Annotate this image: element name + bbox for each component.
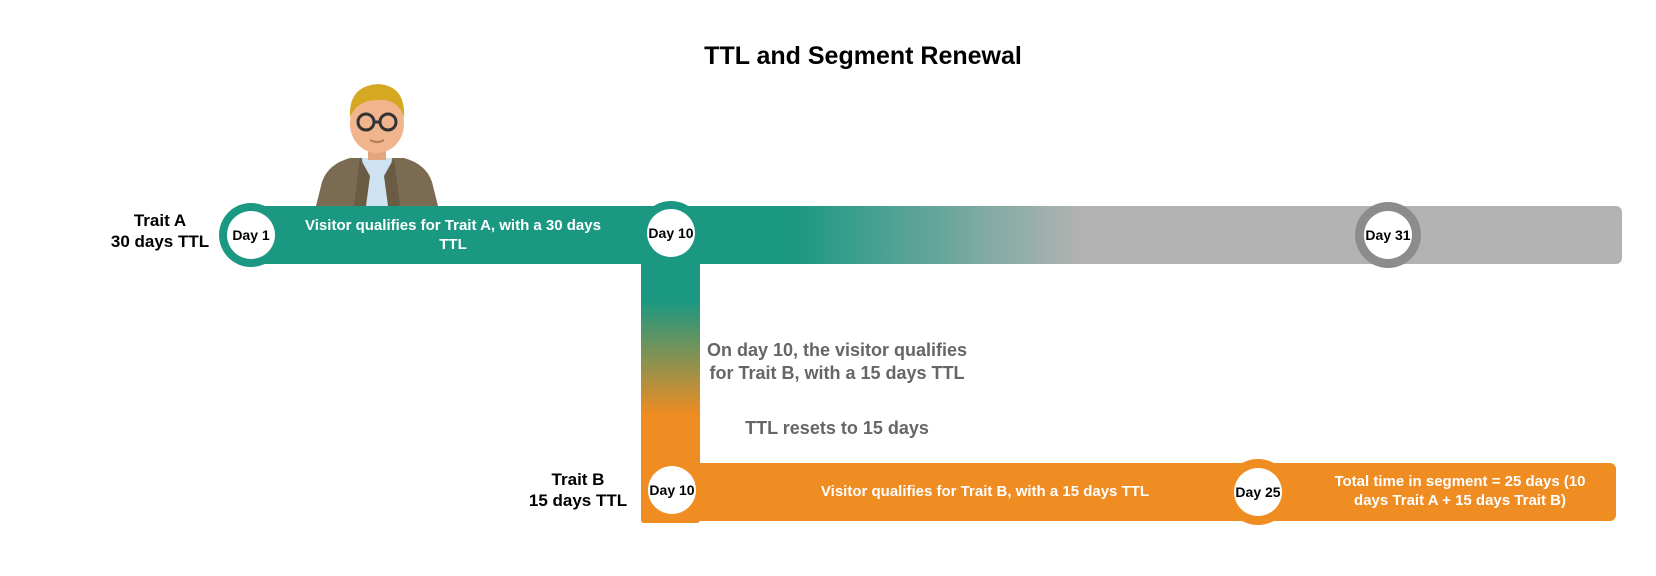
diagram-title: TTL and Segment Renewal [704,42,1022,70]
day-25-label: Day 25 [1234,468,1282,516]
day-10-marker-trait-b: Day 10 [641,459,703,521]
trait-a-description: Visitor qualifies for Trait A, with a 30… [305,217,601,253]
trait-b-name: Trait B [551,470,605,489]
ttl-reset-note: TTL resets to 15 days [745,418,929,438]
trait-a-name: Trait A [133,211,187,230]
trait-a-ttl: 30 days TTL [110,232,210,251]
total-time-text: Total time in segment = 25 days (10 days… [1334,473,1586,509]
day-10-label-trait-a: Day 10 [647,209,695,257]
day-1-label: Day 1 [227,211,275,259]
day-1-marker: Day 1 [219,203,283,267]
trait-b-ttl: 15 days TTL [528,491,628,510]
day-25-marker: Day 25 [1225,459,1291,525]
trait-b-description: Visitor qualifies for Trait B, with a 15… [820,483,1150,500]
qualify-note: On day 10, the visitor qualifies for Tra… [706,340,968,383]
day-31-marker: Day 31 [1355,202,1421,268]
trait-b-timeline-bar [670,463,1616,521]
person-avatar-icon [316,84,438,206]
day-10-label-trait-b: Day 10 [648,466,696,514]
trait-b-label: Trait B 15 days TTL [523,469,633,511]
day-31-label: Day 31 [1364,211,1412,259]
trait-a-label: Trait A 30 days TTL [102,210,218,252]
day-10-marker-trait-a: Day 10 [639,201,703,265]
